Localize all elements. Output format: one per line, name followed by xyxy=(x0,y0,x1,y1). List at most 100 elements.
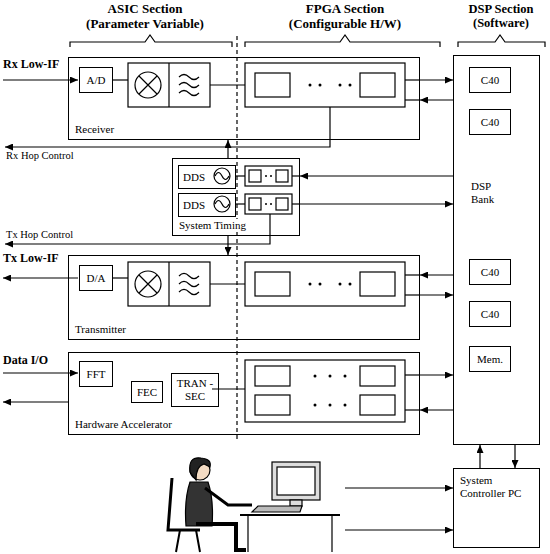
signal-name: Tx Hop Control xyxy=(6,229,73,241)
desk-leg xyxy=(248,515,332,552)
mixer-cross xyxy=(139,76,157,94)
signal-arrow xyxy=(420,409,453,410)
divider-line xyxy=(236,36,237,440)
transec-box: TRAN -SEC xyxy=(171,373,219,407)
signal-wire xyxy=(405,374,420,375)
controller-box: System Controller PC xyxy=(453,468,540,548)
mixer-filter-block xyxy=(128,262,210,306)
fpga-block xyxy=(245,63,405,107)
mixer-filter-block xyxy=(128,63,210,107)
signal-arrow xyxy=(3,401,68,402)
mixer-symbol xyxy=(135,72,161,98)
fft-box: FFT xyxy=(79,361,113,387)
fpga-cell xyxy=(249,170,261,182)
continuation-dot xyxy=(329,404,332,407)
fpga-cell xyxy=(360,73,395,97)
processor-box: C40 xyxy=(469,109,511,135)
fpga-cell xyxy=(276,198,288,210)
continuation-dot xyxy=(314,404,317,407)
box-title: System Timing xyxy=(178,219,247,232)
block-divider xyxy=(168,262,169,306)
oscillator-symbol xyxy=(214,168,230,184)
fpga-cell xyxy=(360,272,395,296)
continuation-dot xyxy=(349,84,352,87)
box-label: C40 xyxy=(481,308,499,321)
desk xyxy=(240,514,340,516)
signal-name: Rx Hop Control xyxy=(6,150,74,162)
memory-box: Mem. xyxy=(469,346,511,372)
section-bracket xyxy=(70,35,232,47)
signal-wire xyxy=(292,203,300,204)
oscillator-symbol xyxy=(214,196,230,212)
box-label: FFT xyxy=(87,368,106,381)
section-heading: DSP Section (Software) xyxy=(455,2,547,31)
converter-box: D/A xyxy=(79,265,113,291)
processor-box: C40 xyxy=(469,301,511,327)
continuation-dot xyxy=(319,84,322,87)
continuation-dot xyxy=(270,203,272,205)
box-title: System Controller PC xyxy=(459,474,523,499)
signal-arrow xyxy=(300,203,453,204)
continuation-dot xyxy=(344,375,347,378)
signal-wire xyxy=(405,274,420,275)
signal-wire xyxy=(235,203,245,204)
box-label: C40 xyxy=(481,266,499,279)
signal-wire xyxy=(405,79,420,80)
signal-name: Data I/O xyxy=(3,354,48,368)
hop-control-line xyxy=(5,214,270,244)
continuation-dot xyxy=(329,375,332,378)
continuation-dot xyxy=(309,283,312,286)
signal-wire xyxy=(235,175,245,176)
signal-arrow xyxy=(420,294,453,295)
continuation-dot xyxy=(265,175,267,177)
continuation-dot xyxy=(344,404,347,407)
continuation-dot xyxy=(270,175,272,177)
signal-arrow xyxy=(420,99,453,100)
dds-box: DDS xyxy=(178,165,236,189)
signal-arrow xyxy=(420,374,453,375)
signal-wire xyxy=(112,277,128,278)
continuation-dot xyxy=(314,375,317,378)
fpga-cell xyxy=(249,198,261,210)
signal-wire xyxy=(212,388,245,389)
box-label: DDS xyxy=(183,199,205,212)
mixer-symbol xyxy=(135,271,161,297)
continuation-dot xyxy=(319,283,322,286)
monitor-stand xyxy=(290,500,302,506)
signal-arrow xyxy=(514,445,515,468)
operator-arm xyxy=(205,488,252,505)
sine-symbol xyxy=(215,173,229,180)
fpga-block xyxy=(245,360,405,422)
signal-arrow xyxy=(345,487,453,488)
signal-arrow xyxy=(3,79,78,80)
hop-control-line xyxy=(5,107,330,147)
signal-arrow xyxy=(420,79,453,80)
processor-box: C40 xyxy=(469,67,511,93)
converter-box: A/D xyxy=(79,67,113,93)
continuation-dot xyxy=(349,283,352,286)
fpga-block xyxy=(245,262,405,306)
box-title: DSP Bank xyxy=(470,180,512,205)
signal-arrow xyxy=(479,445,480,468)
section-bracket xyxy=(458,35,545,47)
timing-box: System Timing DDS DDS xyxy=(172,158,300,236)
box-label: TRAN -SEC xyxy=(172,377,218,402)
signal-arrow xyxy=(420,274,453,275)
sine-symbol xyxy=(215,201,229,208)
keyboard xyxy=(252,506,302,512)
box-label: D/A xyxy=(87,272,106,285)
dsp-bank-box: DSP BankC40C40C40C40Mem. xyxy=(453,55,540,445)
filter-symbol xyxy=(179,75,199,96)
receiver-box: Receiver A/D xyxy=(68,57,420,140)
signal-arrow xyxy=(227,236,228,255)
continuation-dot xyxy=(339,283,342,286)
box-title: Receiver xyxy=(74,123,115,136)
signal-name: Tx Low-IF xyxy=(3,252,59,266)
chair-leg xyxy=(176,530,200,552)
fpga-cell xyxy=(255,272,290,296)
signal-name: Rx Low-IF xyxy=(3,58,59,72)
filter-symbol xyxy=(179,274,199,295)
